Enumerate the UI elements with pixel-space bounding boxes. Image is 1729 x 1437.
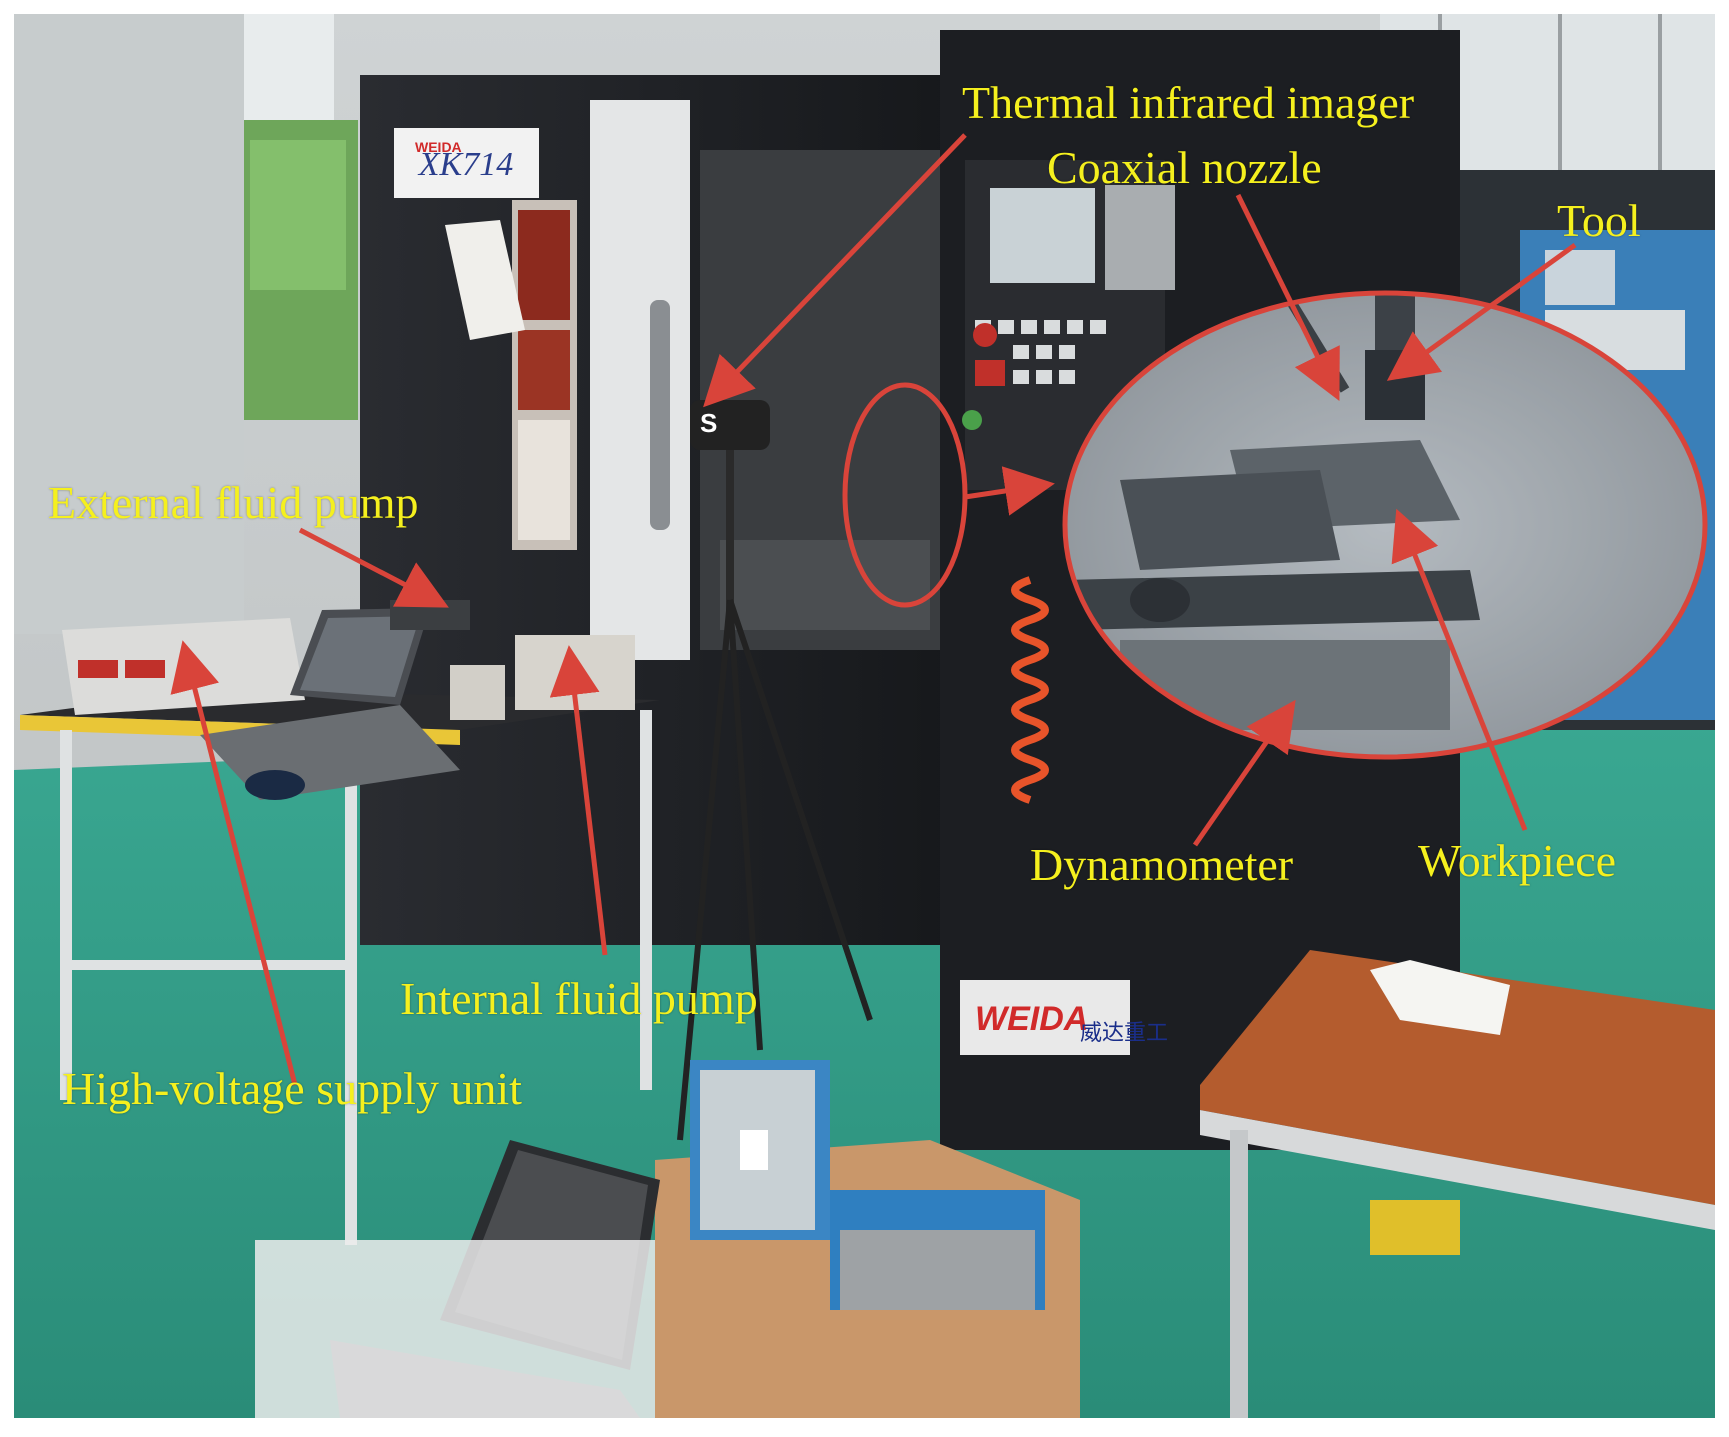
label-workpiece: Workpiece bbox=[1418, 835, 1617, 886]
label-high-voltage-supply-unit: High-voltage supply unit bbox=[62, 1063, 522, 1114]
arrow-external-pump bbox=[298, 527, 449, 608]
arrow-workpiece bbox=[1391, 508, 1528, 831]
windows bbox=[14, 14, 1715, 634]
tripod-thermal-camera: S bbox=[677, 400, 873, 1141]
arrow-internal-pump bbox=[549, 645, 608, 956]
label-coaxial-nozzle: Coaxial nozzle bbox=[1047, 142, 1322, 193]
machine-brand-small: WEIDA bbox=[415, 139, 462, 155]
zoom-inset bbox=[1065, 293, 1705, 757]
bottom-laptop bbox=[255, 1140, 660, 1418]
label-external-fluid-pump: External fluid pump bbox=[48, 477, 419, 528]
right-table bbox=[1200, 950, 1715, 1418]
annotation-arrows bbox=[170, 133, 1577, 1086]
machine-brand-plate: WEIDA bbox=[975, 1000, 1088, 1038]
machine-brand-cn: 威达重工 bbox=[1080, 1021, 1168, 1046]
arrow-hv-supply bbox=[170, 640, 298, 1086]
label-thermal-infrared-imager: Thermal infrared imager bbox=[962, 77, 1415, 128]
machine-model-text: XK714 bbox=[417, 146, 513, 183]
label-dynamometer: Dynamometer bbox=[1030, 839, 1294, 890]
arrow-thermal-imager bbox=[703, 133, 967, 408]
arrow-coaxial-nozzle bbox=[1235, 193, 1340, 401]
camera-logo-s: S bbox=[700, 408, 717, 438]
arrow-tool bbox=[1386, 242, 1577, 381]
orange-coiled-hose bbox=[1011, 576, 1049, 804]
arrow-dynamometer bbox=[1192, 699, 1296, 847]
floor-equipment bbox=[655, 1060, 1080, 1418]
label-internal-fluid-pump: Internal fluid pump bbox=[400, 973, 758, 1024]
zoom-ellipse bbox=[1062, 290, 1708, 760]
zoom-arrow bbox=[964, 466, 1055, 516]
label-tool: Tool bbox=[1557, 195, 1641, 246]
